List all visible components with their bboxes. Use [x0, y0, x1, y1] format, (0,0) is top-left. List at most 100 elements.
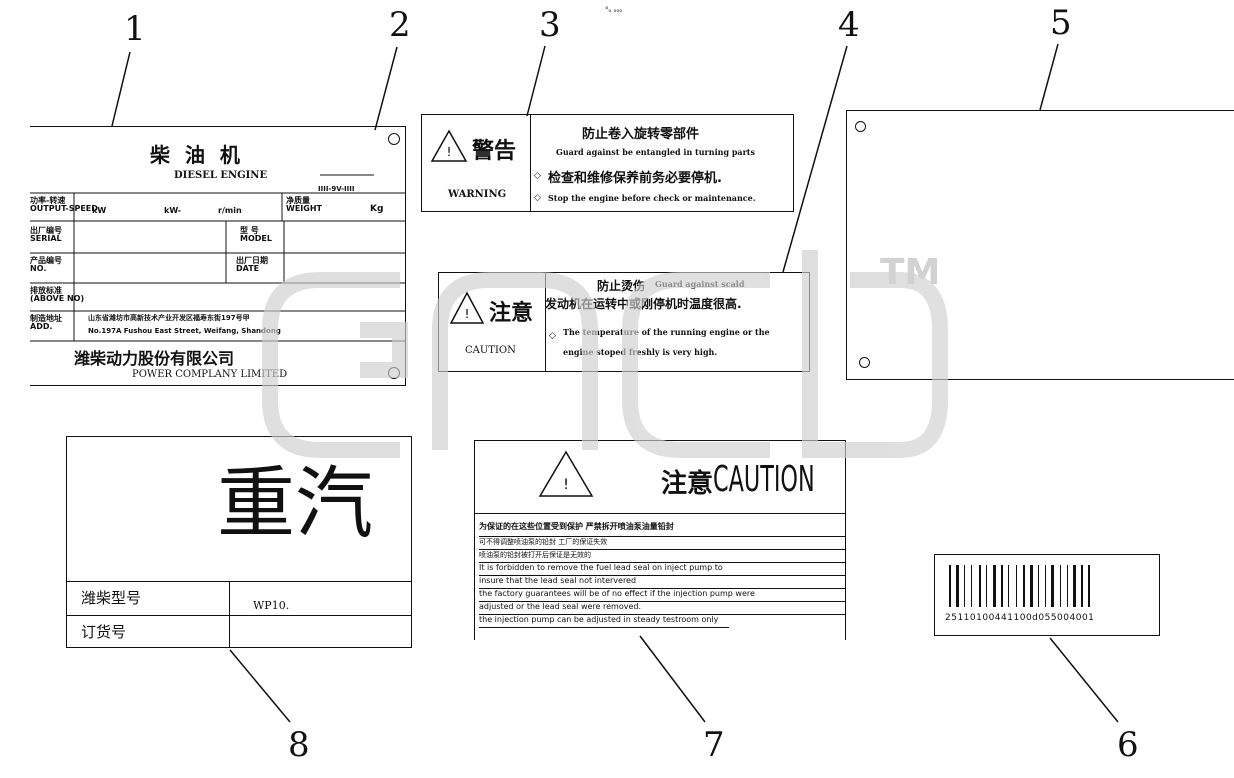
- caution-small-divider: [545, 273, 546, 371]
- callout-7: 7: [703, 725, 725, 765]
- caution-big-line: the factory guarantees will be of no eff…: [479, 589, 845, 602]
- truck-model-label: 潍柴型号: [81, 589, 142, 607]
- barcode-number: 25110100441100d055004001: [945, 613, 1095, 623]
- warning-head-cn: 防止卷入旋转零部件: [582, 127, 700, 142]
- model-label: 型 号 MODEL: [240, 226, 272, 244]
- watermark-tm: TM: [880, 252, 941, 293]
- callout-2: 2: [389, 5, 411, 45]
- row-speed-label: 功率-转速 OUTPUT-SPEED: [30, 196, 98, 214]
- caution-triangle-icon: !: [449, 291, 485, 324]
- barcode-bar: [971, 565, 972, 607]
- caution-big-line: 为保证的在这些位置受到保护 严禁拆开喷油泵油量铅封: [479, 521, 845, 537]
- barcode-bars: [949, 565, 1090, 607]
- caution-big-word-en: CAUTION: [713, 459, 815, 500]
- callout-5: 5: [1050, 3, 1072, 43]
- hole-icon-bottom-left: [859, 357, 870, 368]
- leader-line-2: [374, 46, 398, 131]
- warning-bullet-2: ◇: [534, 193, 541, 203]
- barcode-label: 25110100441100d055004001: [934, 554, 1160, 636]
- caution-big-triangle-icon: !: [538, 450, 594, 497]
- engine-nameplate: 柴 油 机 DIESEL ENGINE IIII-9V-IIII 功率-转速 O…: [30, 126, 406, 386]
- barcode-bar: [1016, 565, 1017, 607]
- barcode-bar: [986, 565, 987, 607]
- caution-small-bullet: ◇: [549, 331, 556, 341]
- barcode-bar: [1023, 565, 1025, 607]
- company-en: POWER COMPLANY LIMITED: [132, 369, 288, 380]
- callout-4: 4: [838, 5, 860, 45]
- row-speed-unit3: r/min: [218, 206, 242, 215]
- caution-big-word-cn: 注意: [661, 469, 714, 499]
- warning-word-en: WARNING: [448, 189, 507, 200]
- warning-triangle-icon: !: [430, 129, 468, 162]
- barcode-bar: [1030, 565, 1033, 607]
- company-cn: 潍柴动力股份有限公司: [74, 349, 235, 368]
- row2-label: 出厂编号 SERIAL: [30, 226, 62, 244]
- warning-line2-en: Stop the engine before check or maintena…: [548, 193, 756, 203]
- caution-small-label: ! 注意 CAUTION 防止烫伤 Guard against scald 发动…: [438, 272, 810, 372]
- row4-label: 排放标准 (ABOVE NO): [30, 286, 85, 304]
- callout-6: 6: [1117, 725, 1139, 765]
- barcode-bar: [1038, 565, 1039, 607]
- callout-1: 1: [124, 9, 146, 49]
- leader-line-8: [229, 649, 291, 723]
- caution-big-line: 可不得调整喷油泵的铅封 工厂的保证失效: [479, 537, 845, 550]
- warning-head-en: Guard against be entangled in turning pa…: [556, 147, 756, 157]
- caution-small-head-en: Guard against scald: [655, 279, 745, 289]
- leader-line-7: [639, 635, 706, 723]
- caution-big-rule: [475, 513, 845, 514]
- warning-label: ! 警告 WARNING 防止卷入旋转零部件 Guard against be …: [421, 114, 794, 212]
- barcode-bar: [956, 565, 959, 607]
- warning-divider: [530, 115, 531, 211]
- nameplate-title-en: DIESEL ENGINE: [174, 170, 268, 181]
- barcode-bar: [1073, 565, 1076, 607]
- caution-small-line3-en: engine stoped freshly is very high.: [563, 347, 718, 357]
- blank-plate: [846, 110, 1234, 380]
- barcode-bar: [979, 565, 981, 607]
- row-speed-unit1: kW: [92, 206, 107, 215]
- barcode-bar: [1008, 565, 1009, 607]
- caution-small-word-en: CAUTION: [465, 345, 516, 356]
- caution-big-label: ! 注意 CAUTION 为保证的在这些位置受到保护 严禁拆开喷油泵油量铅封 可…: [474, 440, 846, 640]
- barcode-bar: [949, 565, 951, 607]
- addr-en: No.197A Fushou East Street, Weifang, Sha…: [88, 327, 281, 335]
- callout-3: 3: [539, 5, 561, 45]
- caution-big-line: insure that the lead seal not intervered: [479, 576, 845, 589]
- barcode-bar: [1081, 565, 1083, 607]
- nameplate-small-tag: IIII-9V-IIII: [318, 185, 355, 193]
- truck-rule-2: [67, 615, 411, 616]
- screw-icon-top: [388, 133, 400, 145]
- truck-rule-1: [67, 581, 411, 582]
- leader-line-3: [526, 45, 546, 117]
- caution-big-line: 喷油泵的铅封被打开后保证是无效的: [479, 550, 845, 563]
- truck-model-value: WP10.: [253, 599, 290, 612]
- caution-big-text-block: 为保证的在这些位置受到保护 严禁拆开喷油泵油量铅封 可不得调整喷油泵的铅封 工厂…: [479, 521, 845, 628]
- barcode-bar: [993, 565, 996, 607]
- caution-small-word-cn: 注意: [489, 301, 534, 326]
- truck-brand-cn: 重汽: [217, 459, 374, 549]
- caution-small-line2-en: The temperature of the running engine or…: [563, 327, 770, 337]
- svg-text:!: !: [465, 307, 470, 321]
- leader-line-5: [1039, 43, 1059, 111]
- weight-unit: Kg: [370, 204, 384, 214]
- row3-label: 产品编号 NO.: [30, 256, 62, 274]
- barcode-bar: [1051, 565, 1054, 607]
- caution-small-head-cn: 防止烫伤: [597, 279, 646, 293]
- caution-big-line: It is forbidden to remove the fuel lead …: [479, 563, 845, 576]
- barcode-bar: [1088, 565, 1090, 607]
- addr-label: 制造地址 ADD.: [30, 314, 62, 332]
- top-mark: °ₒ ₒₒₒ: [605, 6, 623, 14]
- weight-label: 净质量 WEIGHT: [286, 196, 322, 214]
- svg-text:!: !: [447, 145, 452, 159]
- nameplate-title-cn: 柴 油 机: [150, 143, 244, 167]
- barcode-bar: [1001, 565, 1003, 607]
- barcode-bar: [1045, 565, 1046, 607]
- warning-bullet-1: ◇: [534, 171, 541, 181]
- addr-cn: 山东省潍坊市高新技术产业开发区福寿东街197号甲: [88, 314, 250, 322]
- barcode-bar: [964, 565, 965, 607]
- truck-plate: 重汽 潍柴型号 WP10. 订货号: [66, 436, 412, 648]
- caution-big-line: adjusted or the lead seal were removed.: [479, 602, 845, 615]
- truck-order-label: 订货号: [81, 623, 127, 641]
- leader-line-1: [111, 51, 131, 127]
- barcode-bar: [1067, 565, 1068, 607]
- warning-line1-cn: 检查和维修保养前务必要停机.: [548, 171, 722, 186]
